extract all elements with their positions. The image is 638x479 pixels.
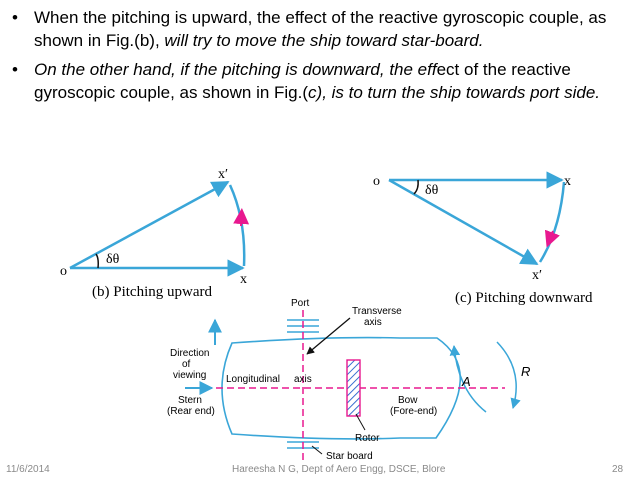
bullet-upward-text: When the pitching is upward, the effect … (34, 8, 607, 50)
starboard-pointer (311, 445, 323, 455)
fig-b-angle-arc (95, 253, 99, 269)
transverse-label-2: axis (364, 317, 382, 328)
starboard-label: Star board (326, 451, 373, 462)
fig-b-xprime-label: x′ (218, 167, 228, 182)
fig-c-rotation-arc (538, 181, 566, 263)
fig-b-o-label: o (60, 264, 67, 279)
fig-c-xprime-label: x′ (532, 268, 542, 283)
fig-c-oxprime-arrow (388, 178, 539, 266)
footer-author: Hareesha N G, Dept of Aero Engg, DSCE, B… (232, 464, 446, 475)
ship-hull (221, 336, 462, 440)
figure-b-pitching-upward: o x x′ δθ (b) Pitching upward (60, 167, 250, 300)
bullet-dot: • (12, 8, 18, 27)
bullet-upward-italic: will try to move the ship toward star-bo… (164, 31, 484, 50)
footer-date: 11/6/2014 (6, 464, 50, 475)
fig-c-angle-label: δθ (425, 183, 439, 198)
footer-page-number: 28 (612, 464, 624, 475)
direction-label-1: Direction (170, 348, 209, 359)
transverse-axis-pointer (306, 317, 351, 355)
fig-b-rotation-arc (228, 184, 246, 267)
fig-b-rotation-marker (233, 208, 250, 227)
bullet-downward-italic-a: On the other hand, if the pitching is do… (34, 60, 437, 79)
rotor-label: Rotor (355, 433, 380, 444)
bullet-downward-text: ect of the reactive gyroscopic couple, a… (34, 60, 571, 102)
rotation-arc-a (449, 344, 487, 413)
direction-label-2: of (182, 359, 191, 370)
stern-label-1: Stern (178, 395, 202, 406)
ship-diagram: Port Transverse axis Direction of viewin… (167, 298, 505, 462)
fig-c-rotation-marker (544, 229, 560, 248)
bullet-list: • When the pitching is upward, the effec… (8, 6, 630, 110)
direction-label-3: viewing (173, 370, 206, 381)
bow-label-2: (Fore-end) (390, 406, 437, 417)
transverse-label-1: Transverse (352, 306, 402, 317)
fig-b-angle-label: δθ (106, 252, 120, 267)
stern-label-2: (Rear end) (167, 406, 215, 417)
bullet-downward-fig: c (308, 83, 317, 102)
bullet-downward-italic-c: ), is to turn the ship towards port side… (316, 83, 600, 102)
fig-b-x-label: x (240, 272, 247, 287)
fig-c-caption: (c) Pitching downward (455, 290, 593, 306)
label-r: R (521, 364, 530, 379)
rotation-arc-r (496, 341, 521, 410)
longitudinal-label: Longitudinal (226, 374, 280, 385)
rotor (346, 359, 361, 417)
bullet-dot: • (12, 60, 18, 79)
label-a: A (461, 374, 471, 389)
fig-c-x-label: x (564, 174, 571, 189)
fig-b-caption: (b) Pitching upward (92, 284, 212, 300)
bullet-upward-mid: ), (149, 31, 165, 50)
fig-b-oxprime-arrow (69, 180, 230, 270)
axis-label: axis (294, 374, 312, 385)
bow-label-1: Bow (398, 395, 418, 406)
figure-c-pitching-downward: o x x′ δθ (c) Pitching downward (373, 171, 593, 306)
port-label: Port (291, 298, 310, 309)
rotation-indicator: A R (449, 341, 530, 413)
fig-c-o-label: o (373, 174, 380, 189)
rotor-pointer (355, 413, 366, 431)
fig-c-angle-arc (413, 179, 419, 195)
bullet-upward-fig: b (139, 31, 150, 50)
bullet-downward: • On the other hand, if the pitching is … (8, 58, 630, 104)
bullet-upward: • When the pitching is upward, the effec… (8, 6, 630, 52)
